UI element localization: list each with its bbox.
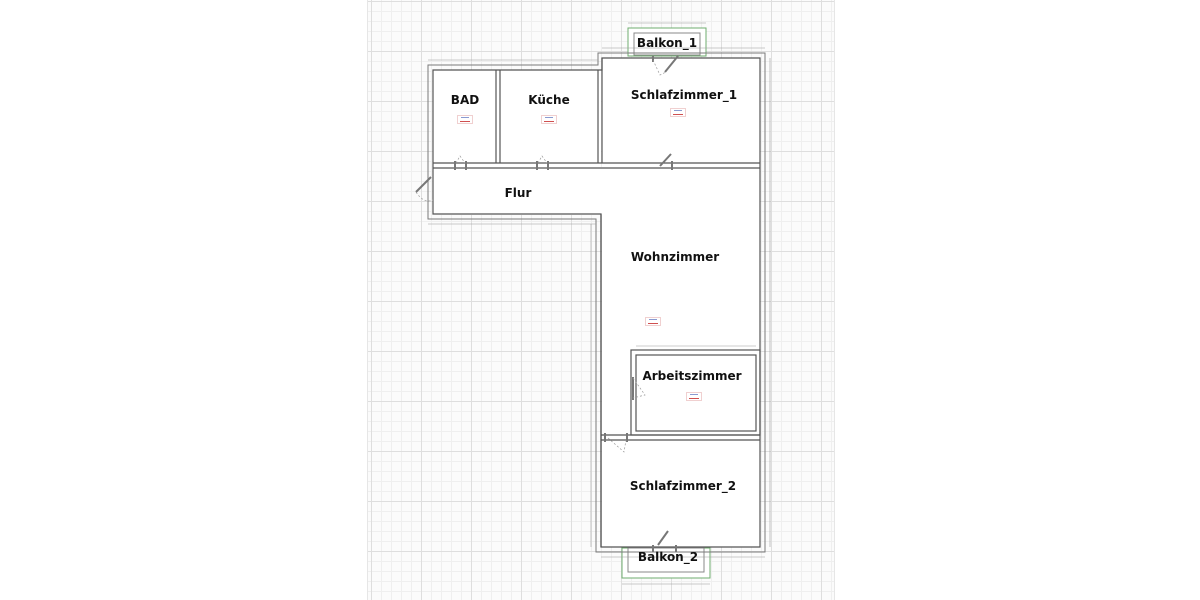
- balcony-1-outline: [627, 22, 707, 57]
- room-label-bad: BAD: [450, 93, 480, 107]
- schlafzimmer-2-door-icon: [604, 433, 628, 453]
- bad-door-icon: [454, 155, 467, 170]
- room-label-schlafzimmer-2: Schlafzimmer_2: [629, 479, 737, 493]
- arbeitszimmer-door-icon: [632, 377, 646, 400]
- room-label-wohnzimmer: Wohnzimmer: [630, 250, 720, 264]
- balkon-1-door-icon: [652, 55, 679, 76]
- room-label-arbeitszimmer: Arbeitszimmer: [642, 369, 742, 383]
- area-tag-bad: [457, 115, 473, 124]
- room-label-kueche: Küche: [528, 93, 570, 107]
- schlafzimmer-1-door-icon: [659, 153, 673, 170]
- room-label-flur: Flur: [504, 186, 532, 200]
- area-tag-schlafzimmer-1: [670, 108, 686, 117]
- entrance-door-icon: [415, 176, 434, 202]
- balkon-2-door-icon: [652, 530, 677, 552]
- area-tag-wohnzimmer: [645, 317, 661, 326]
- kueche-door-icon: [536, 155, 549, 170]
- room-label-schlafzimmer-1: Schlafzimmer_1: [630, 88, 738, 102]
- room-label-balkon-1: Balkon_1: [636, 36, 698, 50]
- area-tag-arbeitszimmer: [686, 392, 702, 401]
- balcony-2-outline: [621, 547, 711, 585]
- room-label-balkon-2: Balkon_2: [637, 550, 699, 564]
- area-tag-kueche: [541, 115, 557, 124]
- dimension-marks: [428, 47, 771, 558]
- doors: [415, 55, 679, 552]
